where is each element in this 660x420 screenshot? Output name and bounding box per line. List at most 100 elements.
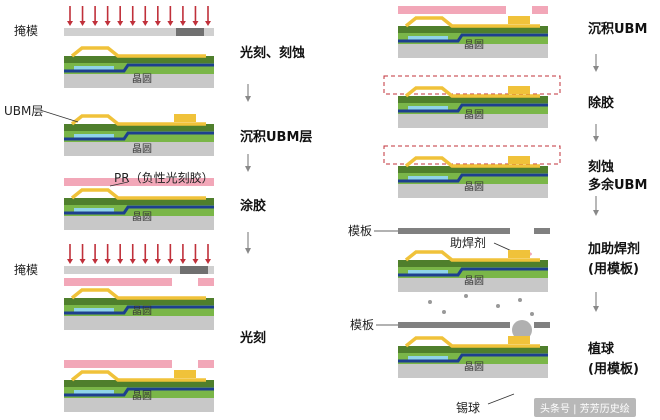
wafer-label: 晶圆 (464, 110, 484, 121)
photoresist-layer (64, 178, 214, 186)
stencil-label-2: 模板 (350, 318, 375, 332)
exposure-arrow-head (205, 21, 211, 26)
ubm-pad (508, 156, 530, 164)
flow-arrow-head (245, 96, 251, 102)
metal-trace (398, 267, 548, 277)
ubm-layer (404, 86, 540, 98)
step-litho-etch: 光刻、刻蚀 (240, 46, 306, 61)
dielectric-layer (398, 166, 548, 173)
exposure-arrow-head (154, 259, 161, 264)
flow-arrow-head (593, 210, 599, 216)
pad-region (74, 390, 114, 396)
pad-region (74, 66, 114, 72)
ubm-pad (508, 86, 530, 94)
exposure-arrow-head (79, 259, 86, 264)
ubm-layer (404, 250, 540, 262)
ubm-layer (70, 188, 206, 200)
photoresist-opening (506, 6, 532, 14)
stencil-plate (398, 228, 510, 234)
step-deposit-ubm: 沉积UBM (588, 22, 648, 37)
flow-arrow-head (593, 306, 599, 312)
dielectric-layer (398, 346, 548, 353)
pad-region (408, 176, 448, 182)
ubm-layer-label: UBM层 (4, 104, 44, 118)
mask-label-1: 掩模 (14, 24, 39, 38)
dielectric-layer (64, 124, 214, 131)
flow-arrow-head (593, 136, 599, 142)
step-deposit-ubm-layer: 沉积UBM层 (240, 130, 313, 145)
stencil-plate (534, 228, 550, 234)
watermark: 头条号 | 芳芳历史绘 (534, 398, 636, 417)
exposure-arrow-head (79, 21, 86, 26)
exposure-arrow-head (205, 259, 211, 264)
dielectric-layer (64, 198, 214, 205)
wafer-substrate (398, 44, 548, 58)
dielectric-layer (398, 26, 548, 33)
mask-label-2: 掩模 (14, 263, 39, 277)
exposure-arrow-head (167, 259, 174, 264)
metal-trace (398, 33, 548, 43)
solder-particle (464, 294, 468, 298)
metal-trace (398, 353, 548, 363)
removed-resist-outline (383, 75, 561, 95)
exposure-arrow-head (92, 21, 99, 26)
photomask (64, 28, 214, 36)
solder-particle (428, 300, 432, 304)
exposure-arrow-head (179, 21, 186, 26)
flow-arrow-head (245, 248, 251, 254)
wafer-substrate (64, 316, 214, 330)
pad-region (408, 106, 448, 112)
step-strip-resist: 除胶 (588, 96, 615, 111)
photoresist-opening (172, 278, 198, 286)
dielectric-layer (398, 96, 548, 103)
wafer-label: 晶圆 (132, 391, 152, 402)
metal-trace (64, 305, 214, 315)
dielectric-layer (64, 56, 214, 63)
ubm-layer (70, 288, 206, 300)
ubm-layer (70, 46, 206, 58)
flow-arrow-head (593, 66, 599, 72)
step-coat-resist: 涂胶 (240, 199, 267, 214)
dielectric-layer (398, 260, 548, 267)
pad-region (408, 270, 448, 276)
pad-region (408, 356, 448, 362)
step-etch: 刻蚀 (588, 160, 615, 175)
wafer-substrate (64, 216, 214, 230)
exposure-arrow-head (192, 259, 199, 264)
ubm-layer (70, 114, 206, 126)
step-add-flux: 加助焊剂 (588, 242, 641, 257)
exposure-arrow-head (67, 21, 73, 26)
flux-label: 助焊剂 (450, 236, 487, 250)
ubm-pad (508, 336, 530, 344)
wafer-label: 晶圆 (132, 212, 152, 223)
wafer-substrate (398, 278, 548, 292)
stencil-label-1: 模板 (348, 224, 373, 238)
step-ball-mount-stencil: (用模板) (588, 362, 639, 377)
exposure-arrow-head (104, 21, 111, 26)
ubm-layer (70, 370, 206, 382)
stencil-plate (534, 322, 550, 328)
step-lithography: 光刻 (240, 331, 267, 346)
photomask-opaque-region (180, 266, 208, 274)
exposure-arrow-head (117, 259, 124, 264)
photoresist-layer (64, 278, 214, 286)
pad-region (74, 308, 114, 314)
callout-line (109, 181, 129, 187)
photoresist-layer (398, 6, 548, 14)
ubm-layer (404, 156, 540, 168)
metal-trace (64, 63, 214, 73)
dielectric-layer (64, 380, 214, 387)
ubm-pad (174, 114, 196, 122)
exposure-arrow-head (129, 21, 136, 26)
exposure-arrow-head (129, 259, 136, 264)
excess-ubm-outline (383, 145, 561, 165)
solder-particle (530, 312, 534, 316)
exposure-arrow-head (104, 259, 111, 264)
wafer-substrate (398, 184, 548, 198)
wafer-substrate (64, 142, 214, 156)
photomask (64, 266, 214, 274)
wafer-label: 晶圆 (464, 40, 484, 51)
wafer-substrate (398, 114, 548, 128)
